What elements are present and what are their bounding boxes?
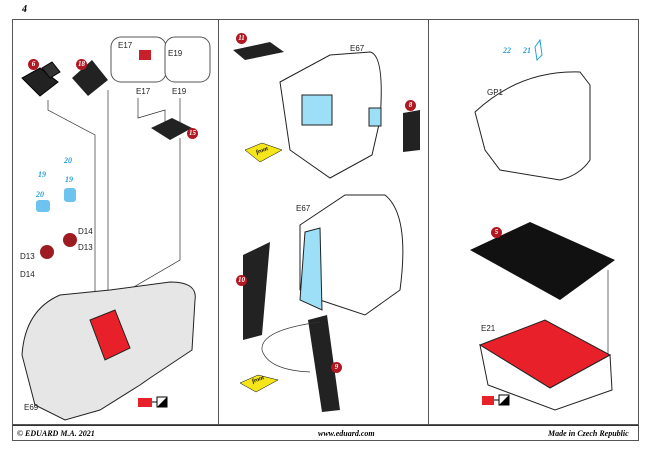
callout-label: E19 bbox=[168, 49, 183, 58]
blue-part-number: 20 bbox=[64, 156, 72, 165]
front-arrow bbox=[244, 142, 283, 163]
pe-part-5 bbox=[470, 222, 615, 300]
part-label: E19 bbox=[172, 87, 187, 96]
blue-part-number: 22 bbox=[503, 46, 511, 55]
footer: © EDUARD M.A. 2021 www.eduard.com Made i… bbox=[12, 425, 639, 441]
blue-part-number: 21 bbox=[523, 46, 531, 55]
blue-parts bbox=[36, 188, 76, 212]
pe-part-10 bbox=[243, 242, 270, 340]
page-number: 4 bbox=[22, 4, 27, 15]
callout-e17 bbox=[110, 36, 211, 83]
pe-part-15 bbox=[151, 118, 192, 140]
seat-gp1 bbox=[474, 71, 591, 181]
part-label: E17 bbox=[136, 87, 151, 96]
pe-part-18 bbox=[72, 60, 108, 96]
red-parts bbox=[40, 233, 77, 259]
blue-part-number: 20 bbox=[36, 190, 44, 199]
console-e21 bbox=[478, 319, 613, 411]
part-number: 5 bbox=[491, 227, 502, 238]
cockpit-e69 bbox=[21, 281, 196, 421]
module-e67-bottom bbox=[299, 194, 404, 316]
divider bbox=[428, 19, 429, 425]
origin: Made in Czech Republic bbox=[548, 429, 629, 438]
part-number: 18 bbox=[76, 59, 87, 70]
part-label: E69 bbox=[24, 403, 39, 412]
part-label: D13 bbox=[78, 243, 93, 252]
part-label: D13 bbox=[20, 252, 35, 261]
pe-part-6 bbox=[21, 61, 61, 97]
color-legend bbox=[482, 394, 510, 406]
part-number: 9 bbox=[331, 362, 342, 373]
part-number: 15 bbox=[187, 128, 198, 139]
part-number: 6 bbox=[28, 59, 39, 70]
website-link[interactable]: www.eduard.com bbox=[318, 429, 375, 438]
part-number: 10 bbox=[236, 275, 247, 286]
copyright: © EDUARD M.A. 2021 bbox=[17, 429, 95, 438]
callout-label: E17 bbox=[118, 41, 133, 50]
divider bbox=[218, 19, 219, 425]
part-number: 11 bbox=[236, 33, 247, 44]
pe-part-9 bbox=[308, 315, 340, 412]
pe-part-8 bbox=[403, 110, 420, 152]
blue-part-number: 19 bbox=[65, 175, 73, 184]
part-label: E67 bbox=[350, 44, 365, 53]
blue-part-21 bbox=[534, 38, 543, 62]
part-label: GP1 bbox=[487, 88, 504, 97]
part-label: E21 bbox=[481, 324, 496, 333]
blue-part-number: 19 bbox=[38, 170, 46, 179]
module-e67-top bbox=[279, 51, 382, 179]
part-number: 8 bbox=[405, 100, 416, 111]
part-label: E67 bbox=[296, 204, 311, 213]
part-label: D14 bbox=[20, 270, 35, 279]
instruction-frame bbox=[12, 19, 639, 425]
pe-part-11 bbox=[233, 42, 284, 60]
part-label: D14 bbox=[78, 227, 93, 236]
front-arrow bbox=[239, 374, 279, 393]
color-legend bbox=[138, 396, 168, 408]
